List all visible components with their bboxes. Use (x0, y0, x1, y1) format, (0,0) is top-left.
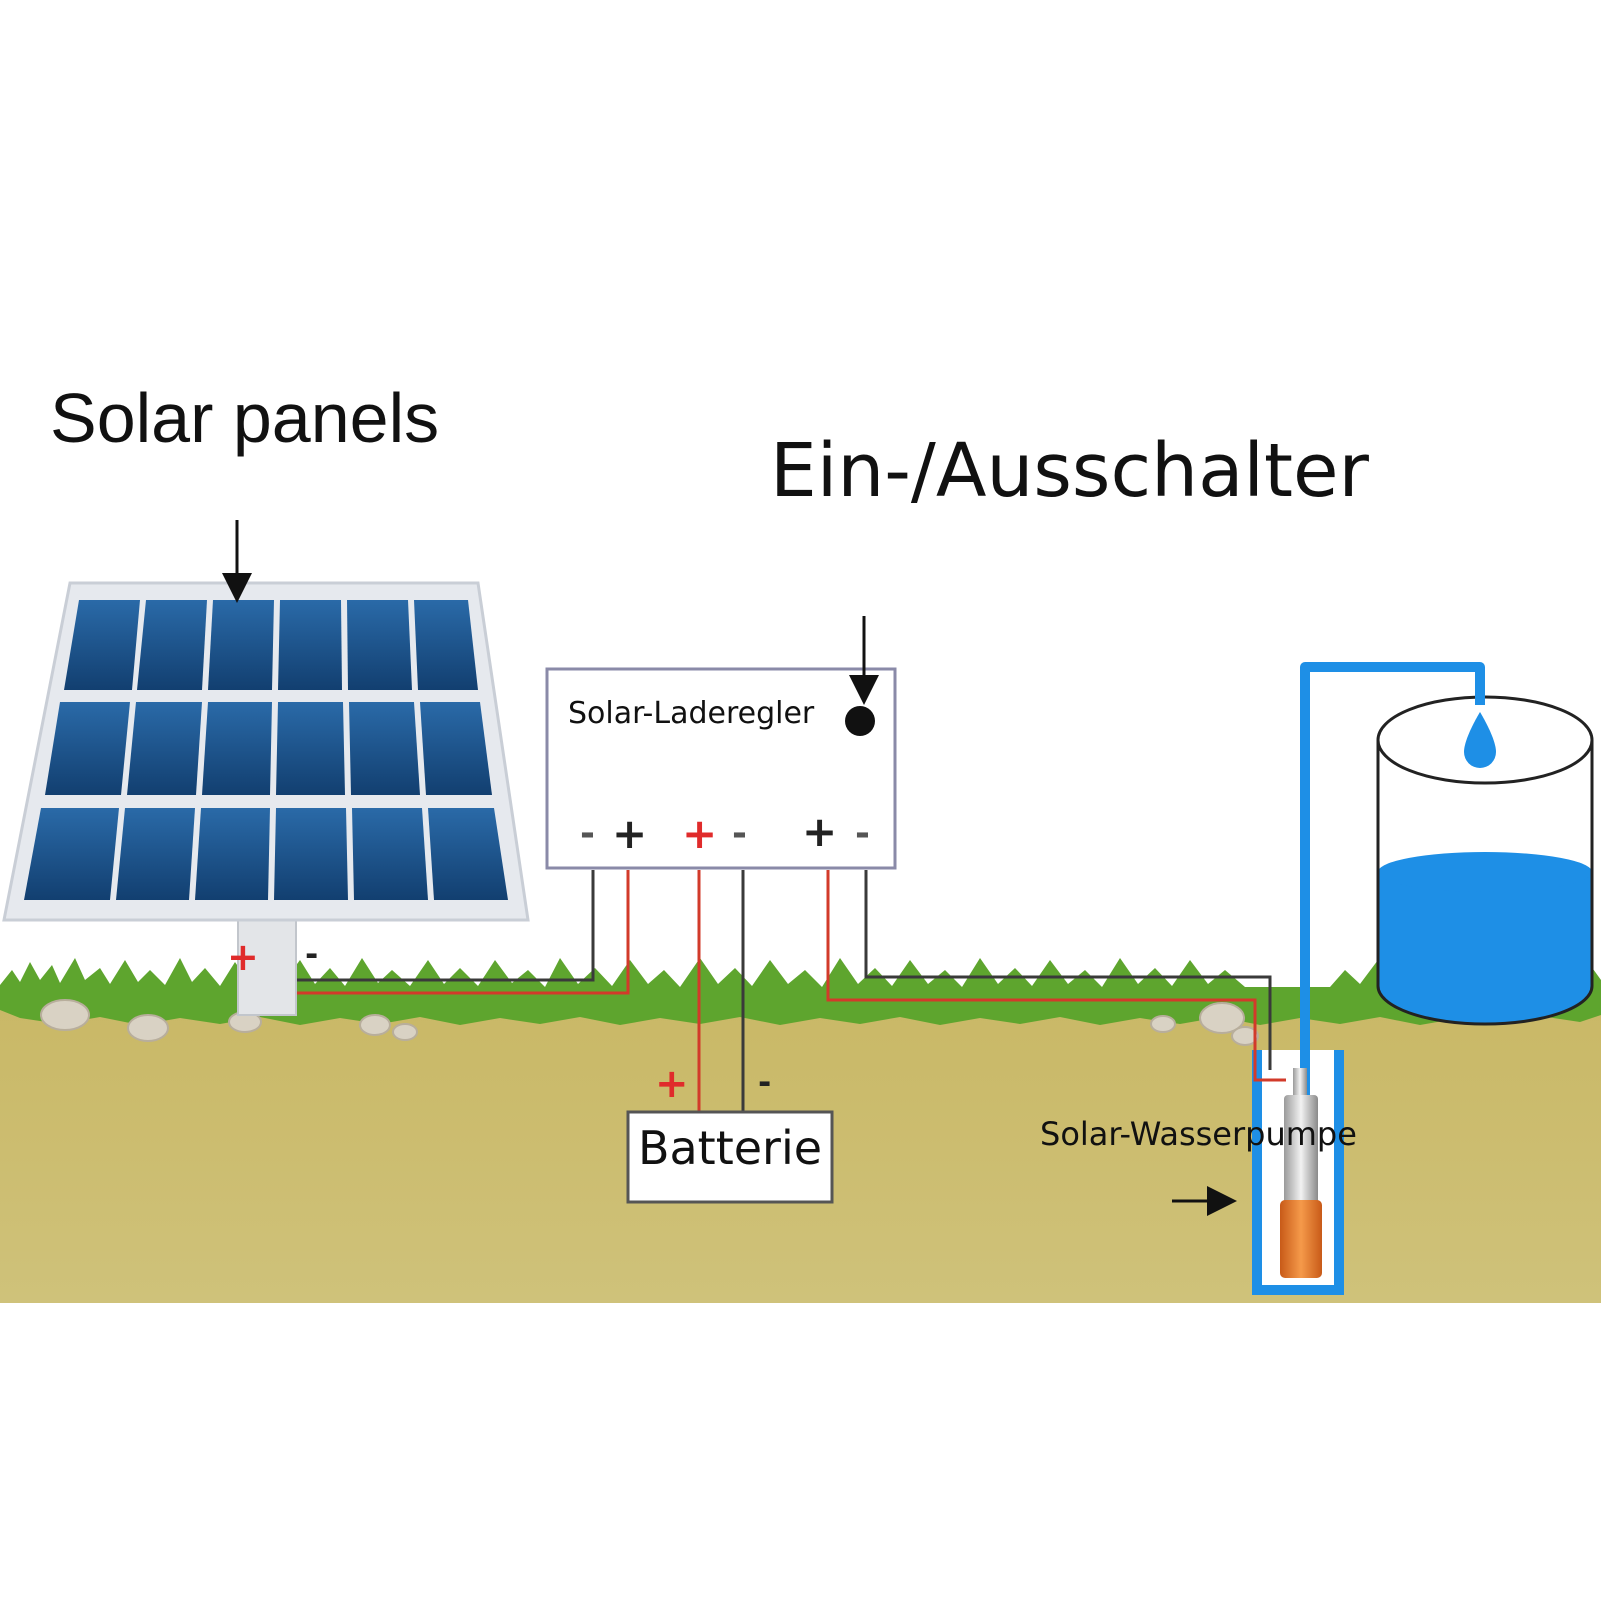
panel-cell (202, 702, 272, 795)
panel-cell (64, 600, 140, 690)
battery-minus-mark: - (758, 1063, 771, 1101)
panel-cell (137, 600, 207, 690)
panel-plus-mark: + (227, 935, 259, 979)
controller-box (545, 667, 897, 870)
water-tank (1376, 695, 1594, 1026)
panel-cell (116, 808, 195, 900)
battery-plus-mark: + (655, 1061, 689, 1107)
pump-cap (1293, 1068, 1307, 1098)
submersible-pump (1280, 1068, 1322, 1278)
panel-cell (420, 702, 492, 795)
tank-water (1378, 872, 1592, 1024)
water-pipe (1300, 662, 1485, 1260)
panel-cell (24, 808, 119, 900)
terminal-pv-minus: - (580, 813, 595, 854)
pointer-arrows (222, 520, 1237, 1216)
panel-cell (127, 702, 202, 795)
panel-cell (414, 600, 478, 690)
pump-steel-body (1284, 1095, 1318, 1205)
switch-knob[interactable] (845, 706, 875, 736)
pump-label: Solar-Wasserpumpe (1040, 1115, 1357, 1153)
panel-cell (278, 600, 342, 690)
water-drop-icon (1464, 712, 1496, 768)
panel-cell (428, 808, 508, 900)
wire-load-negative (864, 870, 1272, 1070)
battery-box (626, 1110, 834, 1204)
stone (127, 1014, 169, 1042)
grass-strip (0, 958, 1601, 1025)
terminal-pv-plus: + (612, 809, 647, 858)
panel-cell (195, 808, 270, 900)
tank-water-surface (1378, 852, 1592, 892)
battery-label: Batterie (638, 1121, 822, 1175)
panel-minus-mark: - (305, 935, 318, 973)
wire-load-positive (826, 870, 1286, 1082)
switch-label: Ein-/Ausschalter (770, 428, 1370, 514)
stone (359, 1014, 391, 1036)
tank-outline (1376, 740, 1594, 1026)
pipe-route (1300, 662, 1485, 1260)
solar-panels-label: Solar panels (50, 379, 439, 457)
terminal-load-minus: - (855, 813, 870, 854)
terminal-bat-minus: - (732, 813, 747, 854)
panel-cell (274, 808, 348, 900)
stone (1231, 1026, 1259, 1046)
battery: + - Batterie (626, 1061, 834, 1204)
solar-panel (2, 581, 530, 1016)
panel-cell (208, 600, 274, 690)
panel-cell (276, 702, 345, 795)
terminal-bat-plus: + (682, 809, 717, 858)
stones (40, 999, 1259, 1046)
stone (1199, 1002, 1245, 1034)
panel-cell (352, 808, 428, 900)
pump-motor (1280, 1200, 1322, 1278)
panel-cell (349, 702, 420, 795)
stone (1150, 1015, 1176, 1033)
panel-cells (24, 600, 508, 900)
stone (40, 999, 90, 1031)
panel-cell (347, 600, 412, 690)
charge-controller: Solar-Laderegler - + + - + - (545, 667, 897, 870)
panel-cell (45, 702, 130, 795)
terminal-load-plus: + (802, 807, 837, 856)
controller-label: Solar-Laderegler (568, 696, 815, 731)
stone (392, 1023, 418, 1041)
panel-post (237, 914, 297, 1016)
